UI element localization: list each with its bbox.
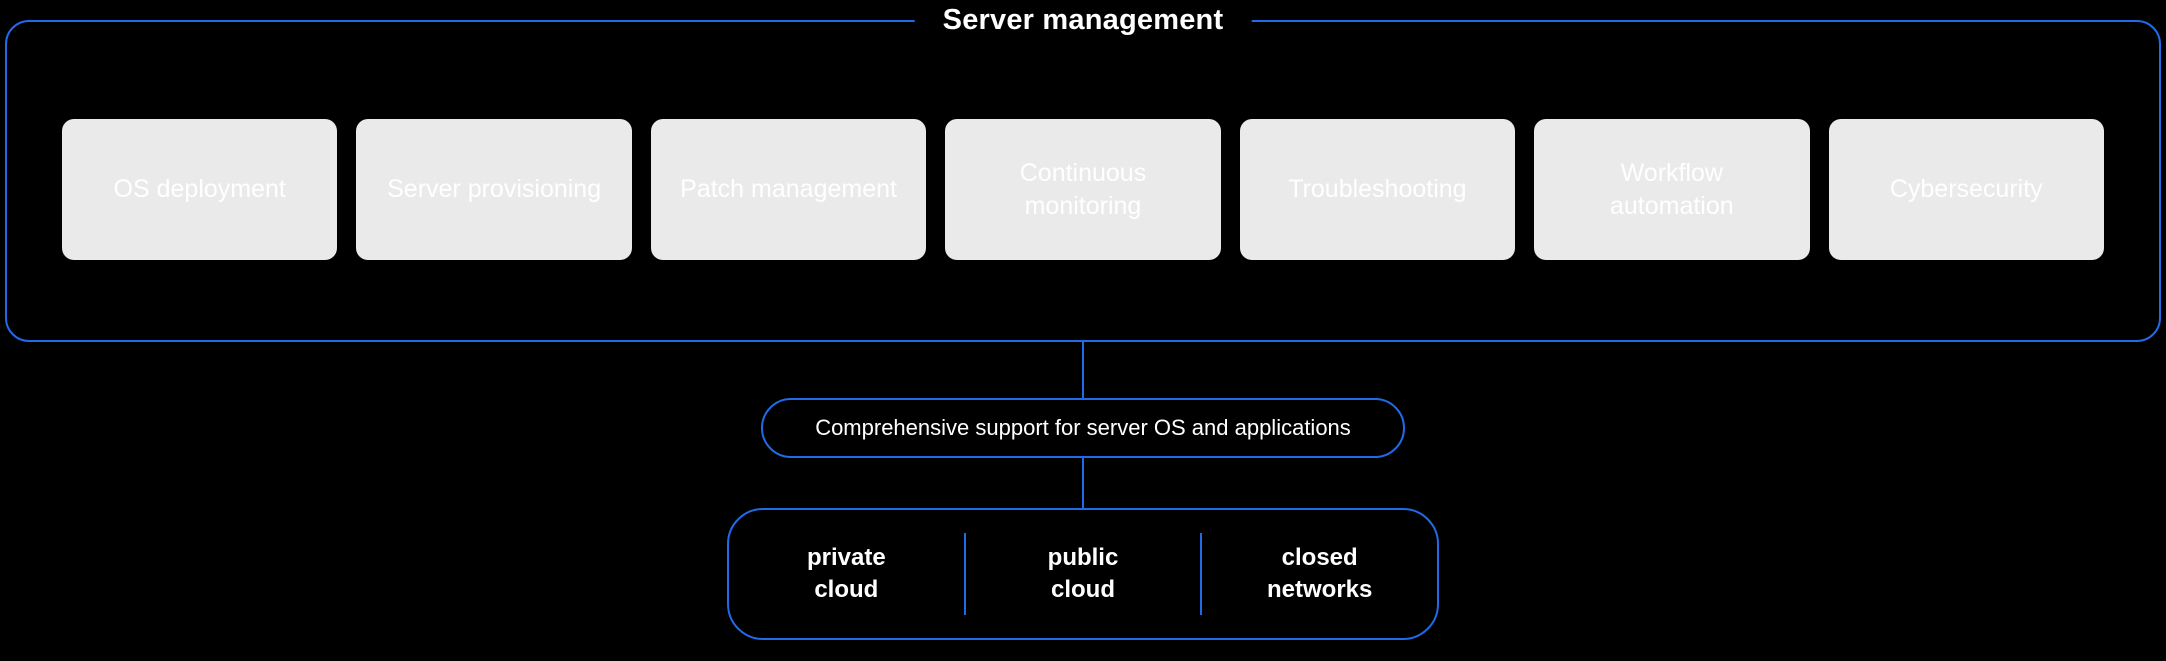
- connector-line-top: [1082, 342, 1084, 398]
- support-note-pill: Comprehensive support for server OS and …: [761, 398, 1405, 458]
- server-management-group: Server management OS deployment Server p…: [5, 3, 2161, 342]
- service-label: Workflow automation: [1609, 159, 1734, 220]
- divider: [1200, 533, 1203, 615]
- service-box-patch-management: Patch management: [650, 119, 927, 260]
- environments-box: private cloud public cloud closed networ…: [727, 508, 1439, 640]
- service-box-workflow-automation: Workflow automation: [1534, 119, 1810, 260]
- service-label: OS deployment: [113, 175, 286, 204]
- server-management-diagram: Server management OS deployment Server p…: [0, 3, 2166, 661]
- service-box-server-provisioning: Server provisioning: [356, 119, 632, 260]
- environment-label: public cloud: [1047, 543, 1119, 603]
- diagram-title: Server management: [914, 3, 1252, 37]
- service-box-cybersecurity: Cybersecurity: [1828, 119, 2104, 260]
- service-box-continuous-monitoring: Continuous monitoring: [945, 119, 1221, 260]
- support-note-label: Comprehensive support for server OS and …: [815, 415, 1351, 440]
- service-label: Patch management: [680, 175, 897, 204]
- service-box-troubleshooting: Troubleshooting: [1239, 119, 1516, 260]
- service-label: Cybersecurity: [1889, 175, 2043, 204]
- environment-public-cloud: public cloud: [966, 510, 1201, 638]
- connector-line-bottom: [1082, 458, 1084, 508]
- environment-label: closed networks: [1266, 543, 1373, 603]
- services-row: OS deployment Server provisioning Patch …: [7, 119, 2159, 260]
- service-label: Continuous monitoring: [1019, 159, 1147, 220]
- environment-closed-networks: closed networks: [1202, 510, 1437, 638]
- service-label: Server provisioning: [387, 175, 602, 204]
- service-label: Troubleshooting: [1288, 175, 1467, 204]
- service-box-os-deployment: OS deployment: [62, 119, 338, 260]
- divider: [963, 533, 966, 615]
- environment-private-cloud: private cloud: [729, 510, 964, 638]
- environment-label: private cloud: [806, 543, 886, 603]
